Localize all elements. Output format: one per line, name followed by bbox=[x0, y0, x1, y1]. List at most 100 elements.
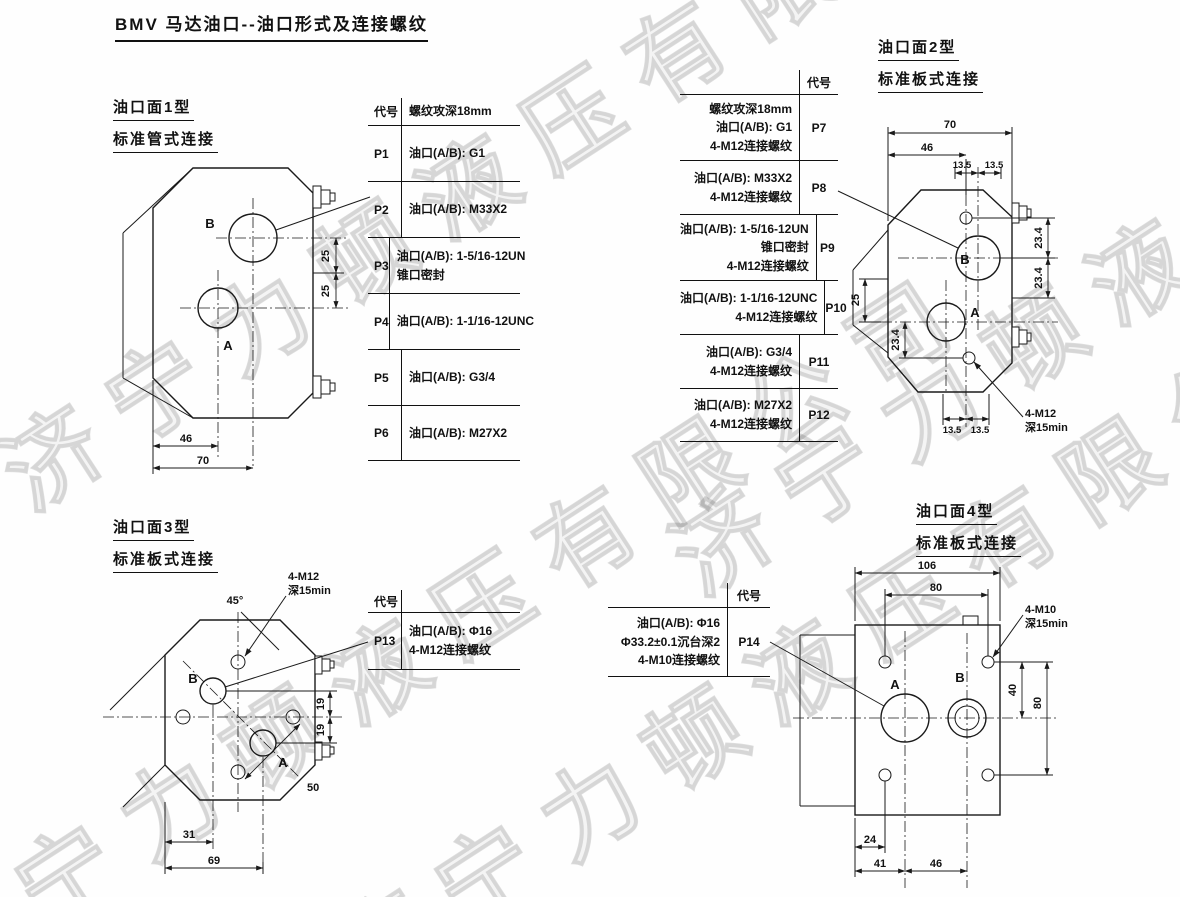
table-row-p9: 油口(A/B): 1-5/16-12UN 锥口密封 4-M12连接螺纹 P9 bbox=[680, 214, 838, 280]
locating-pin bbox=[962, 615, 979, 626]
section1-heading: 油口面1型 标准管式连接 bbox=[113, 96, 219, 153]
dim-50: 50 bbox=[307, 782, 319, 794]
dim-106: 106 bbox=[918, 560, 936, 572]
port-face-plate bbox=[887, 189, 1013, 393]
bolt-spec: 4-M12连接螺纹 bbox=[709, 363, 792, 378]
port-code-table-1: 代号 螺纹攻深18mm P1 油口(A/B): G1 P2 油口(A/B): M… bbox=[368, 98, 534, 461]
table-row-p4: P4 油口(A/B): 1-1/16-12UNC bbox=[368, 293, 534, 349]
port-spec: 油口(A/B): G1 bbox=[409, 146, 485, 161]
table-row-p6: P6 油口(A/B): M27X2 bbox=[368, 405, 520, 461]
centerlines bbox=[103, 612, 343, 862]
port-face-plate bbox=[152, 167, 314, 419]
port-spec: 油口(A/B): 1-1/16-12UNC bbox=[680, 290, 818, 305]
port-b-label: B bbox=[205, 216, 214, 231]
bolt-spec: 4-M12连接螺纹 bbox=[709, 138, 792, 153]
section2-title: 油口面2型 bbox=[878, 36, 960, 61]
dimensions: 4-M12 深15min 45° 19 19 50 31 69 bbox=[164, 571, 337, 874]
bolt-depth-label: 深15min bbox=[1025, 616, 1068, 630]
port-spec: 油口(A/B): G3/4 bbox=[705, 344, 792, 359]
code-header-label: 代号 bbox=[374, 594, 399, 609]
thread-depth-note: 螺纹攻深18mm bbox=[409, 104, 492, 119]
table2-header-row: 代号 bbox=[680, 70, 838, 94]
section3-diagram: B A 4-M12 深15min 45° 19 19 50 31 69 bbox=[103, 571, 343, 874]
dim-69: 69 bbox=[208, 855, 220, 867]
port-code: P2 bbox=[374, 202, 389, 217]
table-row-p10: 油口(A/B): 1-1/16-12UNC 4-M12连接螺纹 P10 bbox=[680, 280, 847, 334]
section4-title: 油口面4型 bbox=[916, 500, 998, 525]
port-code: P11 bbox=[799, 335, 838, 388]
port-spec: 油口(A/B): M27X2 bbox=[693, 398, 792, 413]
centerlines bbox=[793, 631, 1057, 888]
port-code: P1 bbox=[374, 146, 389, 161]
port-code: P12 bbox=[799, 389, 838, 441]
dim-24: 24 bbox=[864, 834, 877, 846]
port-spec-note: 锥口密封 bbox=[396, 267, 445, 282]
tapped-hole bbox=[981, 768, 995, 782]
centerlines bbox=[881, 167, 1058, 427]
dim-13-5: 13.5 bbox=[953, 160, 972, 171]
dim-13-5: 13.5 bbox=[943, 425, 962, 436]
bolt-spec: 4-M12连接螺纹 bbox=[726, 258, 809, 273]
port-spec: 油口(A/B): M27X2 bbox=[409, 425, 508, 440]
table-row-p12: 油口(A/B): M27X2 4-M12连接螺纹 P12 bbox=[680, 388, 838, 442]
dim-25-upper: 25 bbox=[320, 250, 332, 262]
table-row-p7: 螺纹攻深18mm 油口(A/B): G1 4-M12连接螺纹 P7 bbox=[680, 94, 838, 160]
tapped-hole bbox=[175, 709, 191, 725]
table3-header-row: 代号 bbox=[368, 590, 520, 612]
section2-subtitle: 标准板式连接 bbox=[878, 68, 984, 93]
table-row-p8: 油口(A/B): M33X2 4-M12连接螺纹 P8 bbox=[680, 160, 838, 214]
dim-23-4: 23.4 bbox=[890, 328, 902, 350]
centerlines bbox=[180, 198, 348, 466]
port-b-circle bbox=[228, 213, 278, 263]
port-spec: 油口(A/B): G3/4 bbox=[409, 370, 496, 385]
port-code-table-4: 代号 油口(A/B): Φ16 Φ33.2±0.1沉台深2 4-M10连接螺纹 … bbox=[608, 583, 770, 677]
dim-80-right: 80 bbox=[1032, 697, 1044, 709]
tapped-hole bbox=[878, 768, 892, 782]
dim-25-lower: 25 bbox=[320, 285, 332, 297]
counterbore-spec: Φ33.2±0.1沉台深2 bbox=[620, 634, 720, 649]
table-row-p14: 油口(A/B): Φ16 Φ33.2±0.1沉台深2 4-M10连接螺纹 P14 bbox=[608, 607, 770, 677]
section1-title: 油口面1型 bbox=[113, 96, 195, 121]
port-a-label: A bbox=[278, 755, 288, 770]
dim-23-4: 23.4 bbox=[1033, 266, 1045, 288]
port-a-circle bbox=[880, 693, 930, 743]
bolt-spec: 4-M12连接螺纹 bbox=[409, 643, 492, 657]
motor-body-outline bbox=[799, 634, 855, 807]
section2-heading: 油口面2型 标准板式连接 bbox=[878, 36, 984, 93]
port-spec: 油口(A/B): M33X2 bbox=[693, 170, 792, 185]
dim-31: 31 bbox=[183, 829, 195, 841]
port-a-circle bbox=[197, 287, 239, 329]
motor-body-outline bbox=[852, 229, 889, 354]
port-a-label: A bbox=[223, 338, 233, 353]
bolt-spec-label: 4-M12 bbox=[288, 571, 319, 583]
mounting-bolt-icon bbox=[1011, 202, 1032, 348]
dim-19: 19 bbox=[315, 698, 327, 710]
section1-diagram: B A 25 25 46 70 bbox=[122, 167, 348, 474]
port-spec: 油口(A/B): 1-5/16-12UN bbox=[680, 221, 809, 236]
section2-diagram: B A 70 46 13.5 13.5 23.4 23.4 25 23.4 bbox=[850, 119, 1068, 436]
port-spec: 油口(A/B): M33X2 bbox=[409, 202, 508, 217]
port-face-plate bbox=[854, 615, 1001, 816]
table-row-p13: P13 油口(A/B): Φ16 4-M12连接螺纹 bbox=[368, 612, 520, 670]
port-code: P3 bbox=[374, 258, 389, 273]
table1-header-row: 代号 螺纹攻深18mm bbox=[368, 98, 520, 125]
port-code: P5 bbox=[374, 370, 389, 385]
section3-subtitle: 标准板式连接 bbox=[113, 548, 219, 573]
port-code: P9 bbox=[815, 215, 838, 280]
port-code: P10 bbox=[824, 281, 847, 334]
motor-body-outline bbox=[122, 167, 194, 419]
bolt-spec: 4-M10连接螺纹 bbox=[637, 653, 720, 668]
angle-label: 45° bbox=[227, 595, 244, 607]
dim-19: 19 bbox=[315, 724, 327, 736]
section1-subtitle: 标准管式连接 bbox=[113, 128, 219, 153]
port-spec-note: 锥口密封 bbox=[760, 240, 809, 255]
port-code: P7 bbox=[799, 95, 838, 160]
dim-23-4: 23.4 bbox=[1033, 226, 1045, 248]
bolt-depth-label: 深15min bbox=[1025, 420, 1068, 434]
motor-body-outline bbox=[109, 654, 166, 808]
table-row-p3: P3 油口(A/B): 1-5/16-12UN 锥口密封 bbox=[368, 237, 525, 293]
section3-heading: 油口面3型 标准板式连接 bbox=[113, 516, 219, 573]
section3-title: 油口面3型 bbox=[113, 516, 195, 541]
section4-heading: 油口面4型 标准板式连接 bbox=[916, 500, 1022, 557]
table-row-p11: 油口(A/B): G3/4 4-M12连接螺纹 P11 bbox=[680, 334, 838, 388]
